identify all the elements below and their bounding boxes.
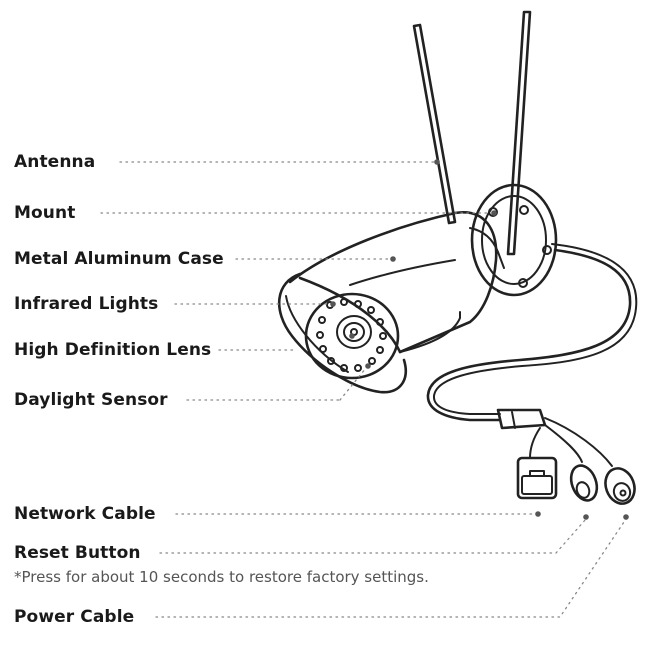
lens-drawing <box>304 292 400 380</box>
case-drawing <box>288 210 498 354</box>
leader-lines <box>100 161 627 618</box>
mount-drawing <box>469 183 558 297</box>
daylight-sensor-label: Daylight Sensor <box>14 390 168 410</box>
reset-note: *Press for about 10 seconds to restore f… <box>14 568 429 586</box>
antenna-drawing <box>412 10 532 256</box>
mount-label: Mount <box>14 203 76 223</box>
network-cable-label: Network Cable <box>14 504 156 524</box>
network-connector-drawing <box>516 456 558 500</box>
power-connector-drawing <box>604 467 636 505</box>
power-cable-label: Power Cable <box>14 607 135 627</box>
infrared-lights-label: Infrared Lights <box>14 294 159 314</box>
reset-button-label: Reset Button <box>14 543 141 563</box>
cable-drawing <box>426 243 638 467</box>
lens-label: High Definition Lens <box>14 340 212 360</box>
case-label: Metal Aluminum Case <box>14 249 224 269</box>
leader-points <box>330 159 629 520</box>
reset-connector-drawing <box>569 464 599 502</box>
antenna-label: Antenna <box>14 152 96 172</box>
